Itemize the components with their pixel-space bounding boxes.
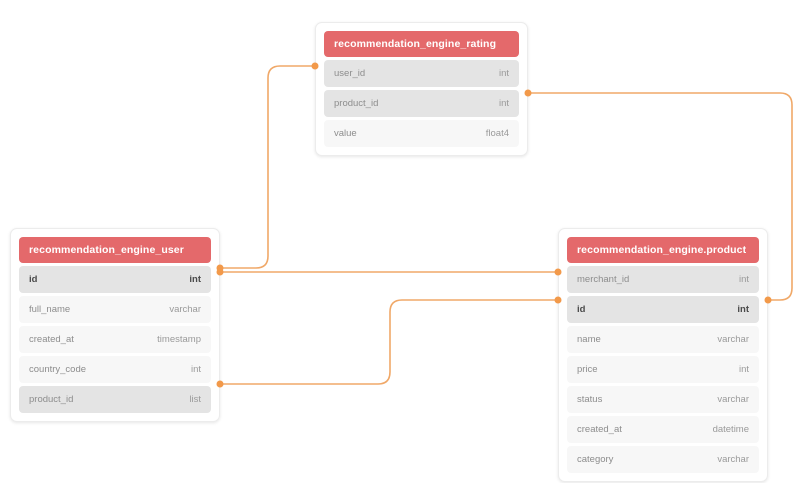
field-row[interactable]: status varchar (567, 386, 759, 413)
field-row[interactable]: name varchar (567, 326, 759, 353)
field-type: float4 (485, 128, 509, 139)
dot-rating-user-id-left[interactable] (311, 62, 319, 70)
field-type: timestamp (157, 334, 201, 345)
field-type: varchar (169, 304, 201, 315)
field-row[interactable]: id int (19, 266, 211, 293)
dot-product-id-right[interactable] (764, 296, 772, 304)
field-name: category (577, 454, 614, 465)
field-name: id (577, 304, 586, 315)
dot-product-merchant-id-left[interactable] (554, 268, 562, 276)
field-name: created_at (29, 334, 74, 345)
field-row[interactable]: category varchar (567, 446, 759, 473)
field-name: name (577, 334, 601, 345)
dot-user-product-id-right[interactable] (216, 380, 224, 388)
field-row[interactable]: price int (567, 356, 759, 383)
field-row[interactable]: user_id int (324, 60, 519, 87)
dot-rating-product-id-right[interactable] (524, 89, 532, 97)
field-type: int (737, 304, 749, 315)
field-row[interactable]: value float4 (324, 120, 519, 147)
field-name: price (577, 364, 598, 375)
field-type: varchar (717, 394, 749, 405)
field-type: int (498, 98, 509, 109)
field-name: id (29, 274, 38, 285)
field-type: int (189, 274, 201, 285)
field-type: int (738, 364, 749, 375)
dot-user-id-right-lower[interactable] (216, 268, 224, 276)
field-row[interactable]: product_id list (19, 386, 211, 413)
field-name: status (577, 394, 603, 405)
field-type: list (189, 394, 201, 405)
field-row[interactable]: created_at datetime (567, 416, 759, 443)
field-row[interactable]: product_id int (324, 90, 519, 117)
field-type: varchar (717, 454, 749, 465)
field-name: product_id (334, 98, 379, 109)
field-row[interactable]: created_at timestamp (19, 326, 211, 353)
field-name: value (334, 128, 357, 139)
table-title-rating: recommendation_engine_rating (324, 31, 519, 57)
field-type: int (190, 364, 201, 375)
field-name: full_name (29, 304, 71, 315)
relationship-edge-user-id-to-rating-user-id[interactable] (219, 65, 316, 269)
field-name: created_at (577, 424, 622, 435)
field-name: product_id (29, 394, 74, 405)
table-title-product: recommendation_engine.product (567, 237, 759, 263)
field-type: datetime (712, 424, 749, 435)
field-name: user_id (334, 68, 366, 79)
field-row[interactable]: id int (567, 296, 759, 323)
table-card-product[interactable]: recommendation_engine.product merchant_id… (558, 228, 768, 482)
table-title-user: recommendation_engine_user (19, 237, 211, 263)
relationship-edge-user-product-id-to-product-id[interactable] (219, 299, 559, 385)
dot-product-id-left[interactable] (554, 296, 562, 304)
field-name: merchant_id (577, 274, 630, 285)
field-type: varchar (717, 334, 749, 345)
field-row[interactable]: merchant_id int (567, 266, 759, 293)
field-type: int (738, 274, 749, 285)
field-type: int (498, 68, 509, 79)
field-name: country_code (29, 364, 87, 375)
field-row[interactable]: full_name varchar (19, 296, 211, 323)
field-row[interactable]: country_code int (19, 356, 211, 383)
